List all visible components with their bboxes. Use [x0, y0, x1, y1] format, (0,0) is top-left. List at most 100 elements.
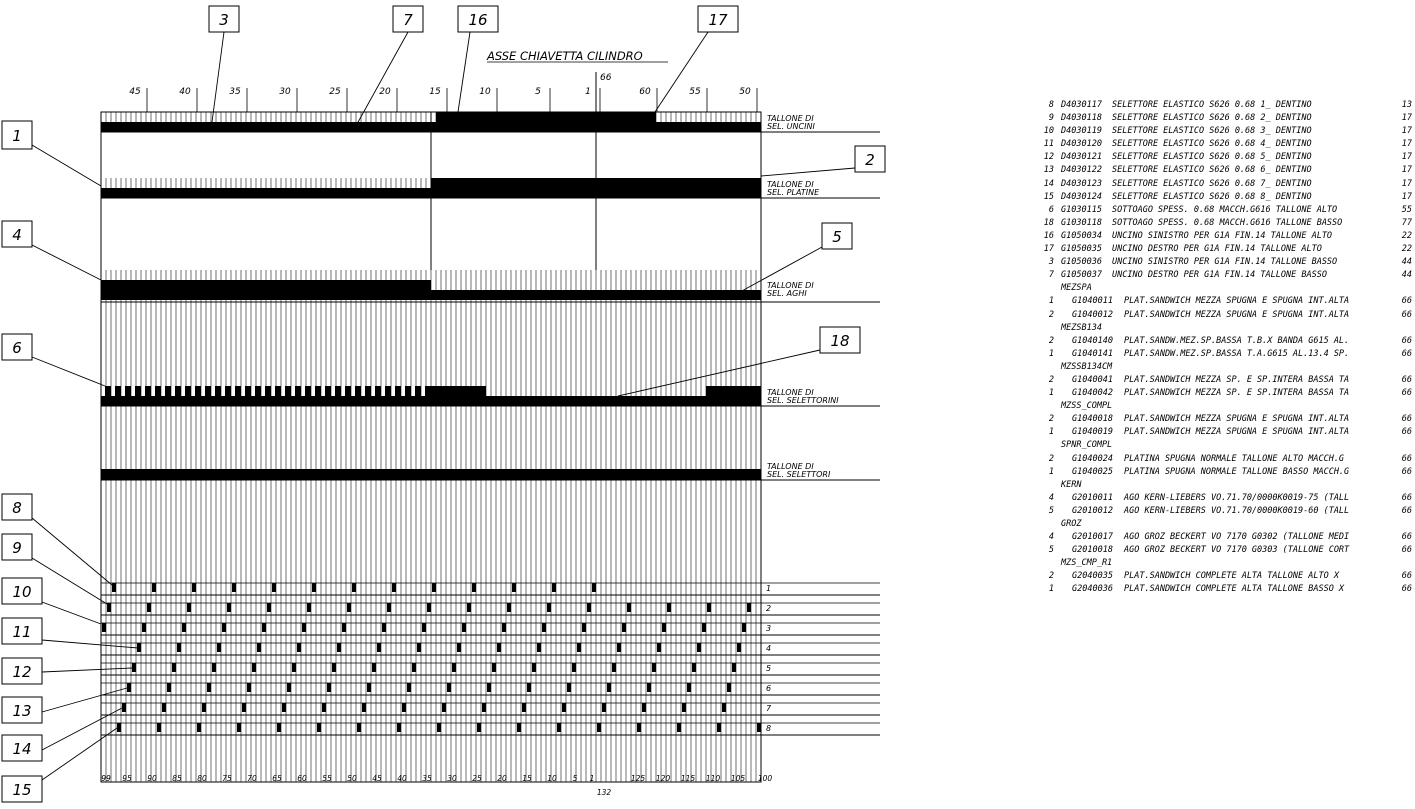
- selector-butt: [207, 683, 211, 692]
- selector-butt: [657, 643, 661, 652]
- callout-number: 15: [12, 781, 31, 799]
- bom-description: SELETTORE ELASTICO S626 0.68 4_ DENTINO: [1112, 139, 1312, 150]
- selector-butt: [617, 643, 621, 652]
- selector-butt: [112, 583, 116, 592]
- callout-box: [1, 493, 33, 521]
- selector-butt: [162, 703, 166, 712]
- callout-box: [819, 326, 861, 354]
- uncini-low-track: [101, 122, 761, 132]
- selector-butt: [272, 583, 276, 592]
- callout-box: [1, 775, 43, 803]
- top-scale-label: 25: [329, 87, 341, 97]
- selector-butt: [237, 723, 241, 732]
- selettorini-alt-butt: [415, 386, 421, 396]
- bom-code: D4030117: [1061, 100, 1102, 110]
- bom-quantity: 17: [1043, 244, 1054, 255]
- selettorini-alt-butt: [335, 386, 341, 396]
- bom-total: 17: [1401, 139, 1412, 150]
- selector-butt: [142, 623, 146, 632]
- bom-quantity: 6: [1048, 204, 1054, 215]
- selettorini-alt-butt: [245, 386, 251, 396]
- butt-tracks: [101, 112, 761, 732]
- selector-butt: [177, 643, 181, 652]
- bom-quantity: 10: [1043, 126, 1054, 137]
- selector-butt: [557, 723, 561, 732]
- bom-quantity: 1: [1048, 427, 1054, 438]
- selector-butt: [317, 723, 321, 732]
- bottom-scale-label: 120: [656, 774, 671, 783]
- callout-number: 12: [12, 663, 31, 681]
- callout-leader: [31, 557, 108, 605]
- selector-butt: [647, 683, 651, 692]
- selettorini-alt-butt: [325, 386, 331, 396]
- selettorini-alt-butt: [225, 386, 231, 396]
- selettorini-alt-butt: [265, 386, 271, 396]
- selector-butt: [322, 703, 326, 712]
- bom-code: G1040042: [1072, 388, 1113, 399]
- bom-quantity: 1: [1048, 388, 1054, 399]
- callout-number: 14: [12, 740, 31, 758]
- needle-grid: [100, 61, 880, 783]
- bom-total: 66: [1401, 309, 1412, 320]
- selector-butt: [132, 663, 136, 672]
- bom-quantity: 9: [1048, 113, 1054, 124]
- bom-code: G1040025: [1072, 466, 1113, 477]
- callout-box: [1, 734, 43, 762]
- bom-quantity: 1: [1048, 296, 1054, 307]
- callout-box: [1, 617, 43, 645]
- bottom-scale-label: 95: [122, 774, 132, 783]
- selector-butt: [517, 723, 521, 732]
- section-label: SEL. AGHI: [767, 289, 807, 298]
- bom-total: 66: [1401, 492, 1412, 503]
- selector-butt: [222, 623, 226, 632]
- platine-low-track: [101, 188, 431, 198]
- callout-box: [1, 657, 43, 685]
- selector-butt: [372, 663, 376, 672]
- callout-number: 8: [12, 499, 22, 517]
- selettorini-alt-butt: [395, 386, 401, 396]
- callout-box: [1, 533, 33, 561]
- bom-quantity: 13: [1043, 165, 1054, 176]
- section-label: TALLONE DI: [767, 281, 814, 290]
- top-scale-label: 45: [129, 87, 141, 97]
- selettorini-alt-butt: [285, 386, 291, 396]
- callout-leader: [654, 31, 709, 113]
- section-label: SEL. SELETTORINI: [767, 396, 839, 405]
- bom-code: G1040024: [1072, 453, 1113, 464]
- selector-butt: [487, 683, 491, 692]
- selector-butt: [287, 683, 291, 692]
- bom-total: 44: [1401, 257, 1412, 268]
- bom-total: 17: [1401, 178, 1412, 189]
- bottom-scale-label: 65: [272, 774, 282, 783]
- selector-butt: [387, 603, 391, 612]
- selector-butt: [357, 723, 361, 732]
- selector-butt: [182, 623, 186, 632]
- callout-number: 2: [865, 151, 875, 169]
- selettorini-alt-butt: [145, 386, 151, 396]
- section-label: SEL. UNCINI: [767, 122, 815, 131]
- bom-quantity: 5: [1048, 545, 1054, 556]
- callout-number: 13: [12, 702, 31, 720]
- callout-number: 5: [832, 228, 842, 246]
- selettorini-alt-butt: [235, 386, 241, 396]
- bottom-scale-label: 99: [101, 774, 111, 783]
- selector-butt: [697, 643, 701, 652]
- section-label: TALLONE DI: [767, 462, 814, 471]
- bottom-scale-label: 85: [172, 774, 182, 783]
- selector-row-label: 1: [766, 584, 771, 593]
- bom-description: PLAT.SANDWICH COMPLETE ALTA TALLONE BASS…: [1124, 584, 1345, 595]
- callout-number: 18: [830, 332, 849, 350]
- selector-butt: [537, 643, 541, 652]
- uncini-high-track: [436, 112, 656, 122]
- bom-group-name: MEZSPA: [1061, 283, 1092, 294]
- bom-group-name: MEZSB134: [1061, 322, 1102, 333]
- selector-butt: [682, 703, 686, 712]
- callout-box: [1, 220, 33, 248]
- bom-total: 66: [1401, 532, 1412, 543]
